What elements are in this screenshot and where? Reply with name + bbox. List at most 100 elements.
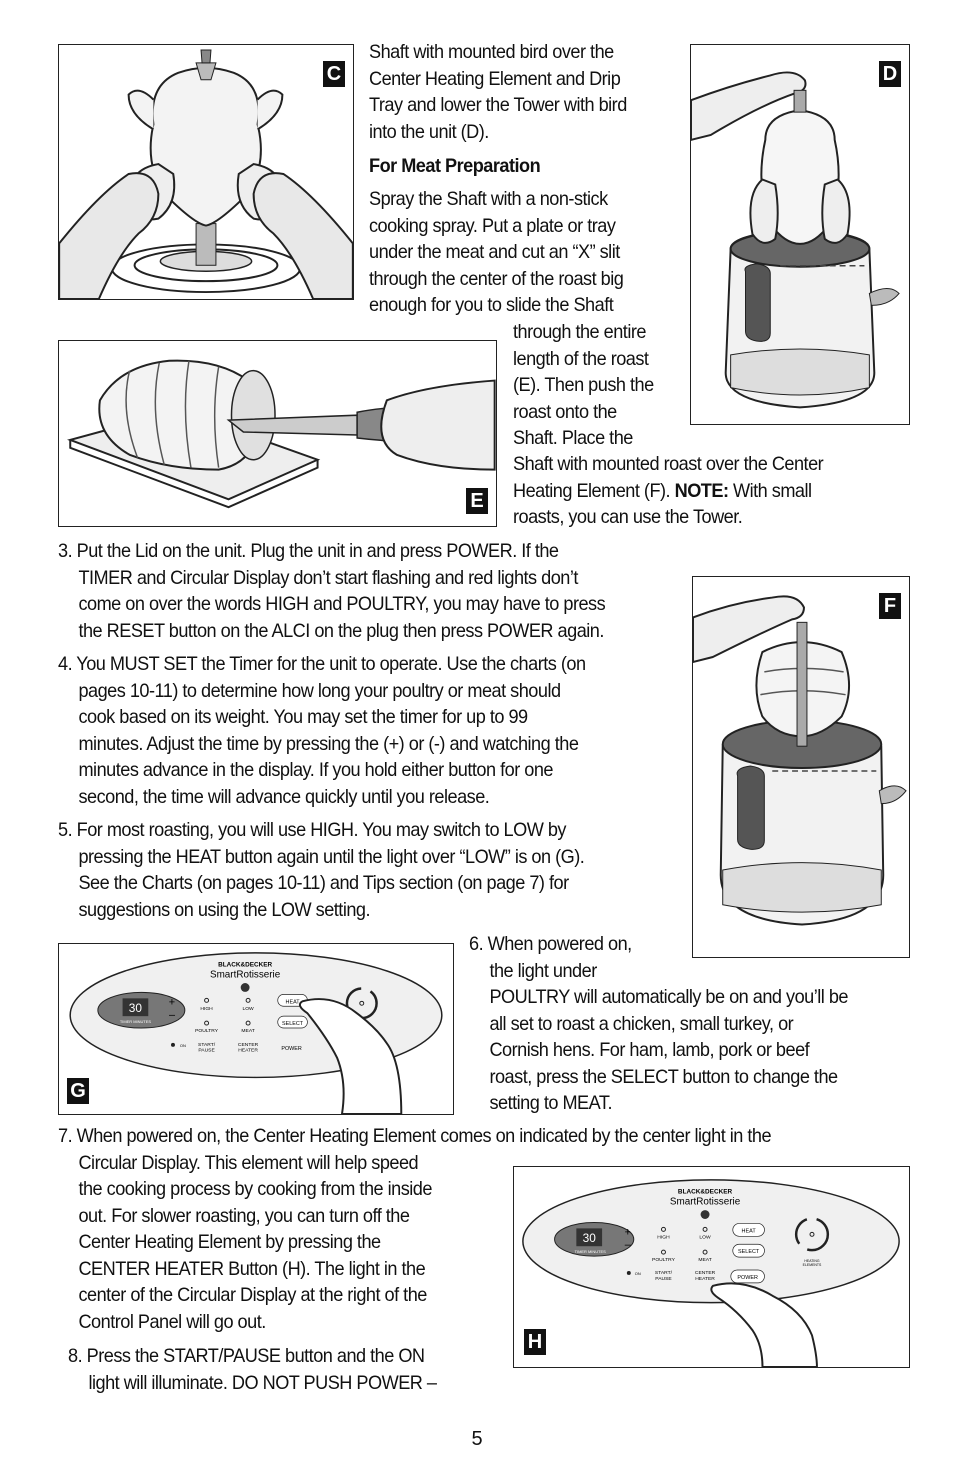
text-line: Shaft with mounted bird over the bbox=[369, 41, 614, 63]
figure-label: H bbox=[524, 1329, 546, 1355]
text-line: 4. You MUST SET the Timer for the unit t… bbox=[58, 653, 586, 675]
figure-label: C bbox=[323, 61, 345, 87]
text-line: 5. For most roasting, you will use HIGH.… bbox=[58, 819, 566, 841]
figure-c: C bbox=[58, 44, 354, 300]
figure-e: E bbox=[58, 340, 497, 527]
brand-text: BLACK&DECKER bbox=[218, 962, 272, 969]
text-line: roast onto the bbox=[513, 400, 617, 423]
text-line: pressing the HEAT button again until the… bbox=[78, 845, 585, 868]
text-line: come on over the words HIGH and POULTRY,… bbox=[78, 593, 606, 615]
poultry-label: POULTRY bbox=[195, 1028, 219, 1034]
text-line: Spray the Shaft with a non-stick bbox=[369, 188, 608, 210]
text-line: under the meat and cut an “X” slit bbox=[369, 241, 620, 263]
text-span: With small bbox=[733, 479, 812, 502]
text-line: into the unit (D). bbox=[369, 120, 489, 143]
text-line: roast, press the SELECT button to change… bbox=[489, 1065, 838, 1088]
heat-button-label: HEAT bbox=[286, 999, 301, 1005]
brand-text: BLACK&DECKER bbox=[678, 1189, 733, 1196]
bird-lowered-into-unit-illustration bbox=[691, 71, 900, 409]
text-line: roasts, you can use the Tower. bbox=[513, 506, 743, 528]
instruction-7: 7. When powered on, the Center Heating E… bbox=[58, 1123, 772, 1335]
text-line: through the entire bbox=[513, 321, 646, 343]
product-text: SmartRotisserie bbox=[670, 1197, 741, 1208]
center-heater-label-1: CENTER bbox=[238, 1042, 259, 1048]
text-line: setting to MEAT. bbox=[489, 1092, 612, 1114]
center-heater-label-1: CENTER bbox=[695, 1270, 716, 1276]
meat-label: MEAT bbox=[698, 1257, 711, 1263]
text-line: through the center of the roast big bbox=[369, 267, 624, 290]
text-line: cook based on its weight. You may set th… bbox=[78, 706, 528, 728]
text-line: center of the Circular Display at the ri… bbox=[78, 1284, 427, 1306]
text-line: 3. Put the Lid on the unit. Plug the uni… bbox=[58, 540, 559, 562]
power-button-label: POWER bbox=[737, 1275, 758, 1281]
figure-f: F bbox=[692, 576, 910, 958]
instruction-4: 4. You MUST SET the Timer for the unit t… bbox=[58, 651, 586, 810]
cutting-roast-illustration bbox=[67, 359, 496, 509]
high-label: HIGH bbox=[200, 1006, 213, 1012]
text-line: Shaft. Place the bbox=[513, 427, 633, 449]
text-line: TIMER and Circular Display don’t start f… bbox=[78, 566, 578, 589]
figure-label: D bbox=[879, 61, 901, 87]
text-line: suggestions on using the LOW setting. bbox=[78, 898, 371, 921]
figure-d: D bbox=[690, 44, 910, 425]
text-line: pages 10-11) to determine how long your … bbox=[78, 679, 561, 702]
roast-lowered-into-unit-illustration bbox=[693, 595, 907, 926]
text-line: 6. When powered on, bbox=[469, 933, 632, 955]
figure-label: E bbox=[466, 488, 488, 514]
paragraph-shaft-bird: Shaft with mounted bird over the Center … bbox=[369, 39, 627, 145]
paragraph-shaft-roast: Shaft with mounted roast over the Center… bbox=[513, 451, 824, 531]
meat-preparation-heading: For Meat Preparation bbox=[369, 155, 541, 177]
text-line: the cooking process by cooking from the … bbox=[78, 1178, 432, 1200]
text-line: POULTRY will automatically be on and you… bbox=[489, 986, 848, 1008]
figure-h: BLACK&DECKER SmartRotisserie 30 TIMER MI… bbox=[513, 1166, 910, 1368]
text-line: minutes. Adjust the time by pressing the… bbox=[78, 732, 579, 755]
timer-minutes-label: TIMER MINUTES bbox=[120, 1019, 151, 1024]
text-line: Cornish hens. For ham, lamb, pork or bee… bbox=[489, 1039, 810, 1061]
poultry-label: POULTRY bbox=[652, 1257, 676, 1263]
timer-display: 30 bbox=[129, 1001, 143, 1015]
text-line: out. For slower roasting, you can turn o… bbox=[78, 1204, 410, 1227]
text-line: cooking spray. Put a plate or tray bbox=[369, 214, 616, 237]
text-line: Circular Display. This element will help… bbox=[78, 1151, 419, 1174]
hands-holding-bird-illustration bbox=[59, 49, 353, 299]
figure-label: F bbox=[879, 593, 901, 619]
text-line: Center Heating Element by pressing the bbox=[78, 1231, 381, 1253]
text-line: CENTER HEATER Button (H). The light in t… bbox=[78, 1257, 426, 1280]
minus-label: – bbox=[169, 1009, 176, 1021]
power-button-label: POWER bbox=[281, 1046, 302, 1052]
heating-elements-label-2: ELEMENTS bbox=[803, 1263, 822, 1267]
text-line: Heating Element (F). NOTE: With small bbox=[513, 478, 823, 505]
text-line: all set to roast a chicken, small turkey… bbox=[489, 1012, 794, 1035]
text-line: 7. When powered on, the Center Heating E… bbox=[58, 1125, 772, 1147]
text-line: Center Heating Element and Drip bbox=[369, 67, 621, 90]
low-label: LOW bbox=[242, 1006, 254, 1012]
heat-button-label: HEAT bbox=[742, 1228, 757, 1234]
text-span: Heating Element (F). bbox=[513, 479, 671, 502]
timer-display: 30 bbox=[583, 1231, 597, 1245]
text-line: the light under bbox=[489, 959, 597, 982]
text-line: minutes advance in the display. If you h… bbox=[78, 759, 553, 781]
control-panel-heat-illustration: BLACK&DECKER SmartRotisserie 30 TIMER MI… bbox=[69, 952, 443, 1114]
text-line: Tray and lower the Tower with bird bbox=[369, 94, 627, 116]
product-text: SmartRotisserie bbox=[210, 970, 281, 981]
page-number: 5 bbox=[471, 1428, 483, 1450]
low-label: LOW bbox=[699, 1234, 711, 1240]
select-button-label: SELECT bbox=[282, 1021, 304, 1027]
plus-label: + bbox=[625, 1226, 631, 1238]
note-label: NOTE: bbox=[674, 479, 729, 502]
meat-label: MEAT bbox=[241, 1028, 254, 1034]
minus-label: – bbox=[625, 1239, 632, 1251]
figure-label: G bbox=[67, 1078, 89, 1104]
start-pause-label-2: PAUSE bbox=[198, 1048, 215, 1054]
instruction-6: 6. When powered on, the light under POUL… bbox=[469, 931, 848, 1117]
text-line: (E). Then push the bbox=[513, 374, 654, 396]
instruction-8: 8. Press the START/PAUSE button and the … bbox=[68, 1343, 437, 1396]
start-pause-label-2: PAUSE bbox=[655, 1276, 672, 1282]
center-heater-label-2: HEATER bbox=[238, 1048, 258, 1054]
text-line: light will illuminate. DO NOT PUSH POWER… bbox=[88, 1371, 437, 1394]
text-line: Shaft with mounted roast over the Center bbox=[513, 453, 824, 475]
center-heater-label-2: HEATER bbox=[695, 1276, 715, 1282]
text-line: See the Charts (on pages 10-11) and Tips… bbox=[78, 872, 569, 894]
text-line: length of the roast bbox=[513, 347, 649, 370]
instruction-3: 3. Put the Lid on the unit. Plug the uni… bbox=[58, 538, 606, 644]
